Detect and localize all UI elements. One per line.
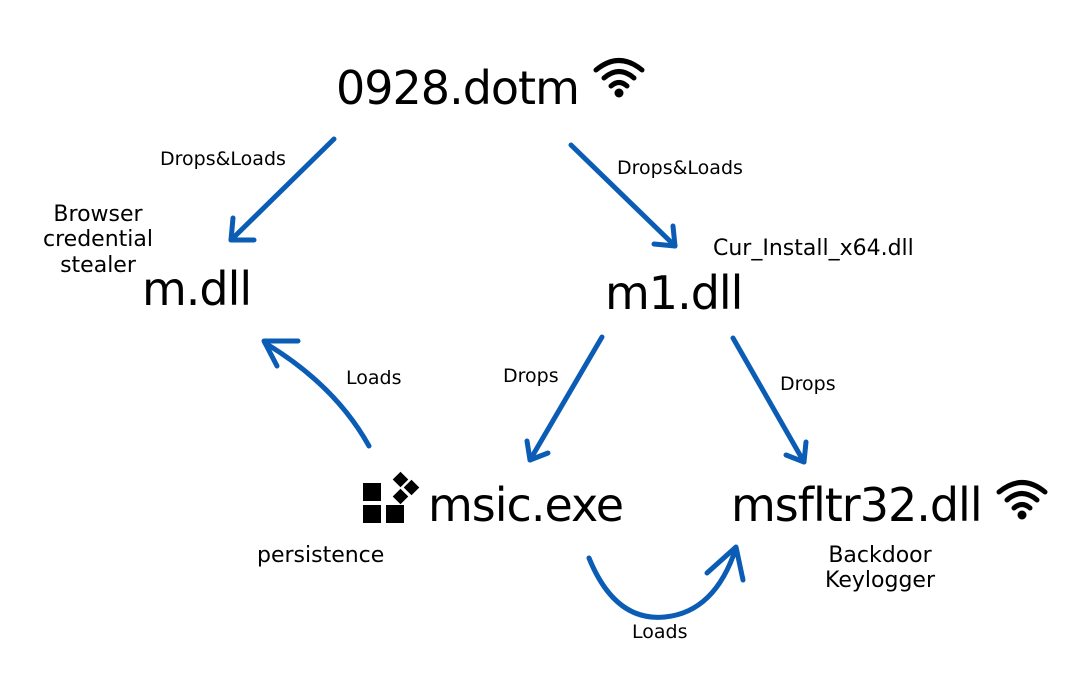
m-dll-description: Browser credential stealer [36, 202, 160, 278]
m-dll-note-line: credential [43, 227, 153, 253]
edge-label-loads-lower: Loads [632, 621, 688, 643]
m-dll-note-line: stealer [60, 252, 136, 278]
wifi-icon [593, 58, 645, 98]
node-m-dll: m.dll [142, 262, 252, 316]
edge-label-loads-upper: Loads [346, 367, 402, 389]
edge-label-drops-right: Drops [780, 373, 836, 395]
node-msic-exe: msic.exe [428, 478, 624, 532]
msfltr32-note-line: Backdoor [828, 543, 932, 568]
arrow-m1-to-msic [524, 334, 605, 463]
arrow-dotm-to-m1-dll [568, 142, 678, 249]
installer-icon [363, 471, 420, 523]
edge-label-drops-loads-right: Drops&Loads [617, 157, 743, 179]
edge-label-drops-loads-left: Drops&Loads [160, 148, 286, 170]
edge-label-drops-left: Drops [503, 365, 559, 387]
node-m1-dll: m1.dll [605, 266, 743, 320]
arrow-msic-to-msfltr32 [586, 544, 746, 620]
msfltr32-note-line: Keylogger [825, 568, 935, 594]
node-0928-dotm: 0928.dotm [336, 61, 580, 115]
arrow-dotm-to-m-dll [228, 136, 337, 243]
msic-exe-description: persistence [257, 543, 385, 568]
m1-dll-original-name: Cur_Install_x64.dll [713, 236, 914, 261]
msfltr32-dll-description: Backdoor Keylogger [808, 543, 952, 594]
arrow-msic-to-m-dll [261, 338, 372, 449]
wifi-icon [996, 480, 1048, 520]
node-msfltr32-dll: msfltr32.dll [731, 478, 983, 532]
m-dll-note-line: Browser [53, 202, 143, 227]
arrow-m1-to-msfltr32 [730, 335, 809, 465]
